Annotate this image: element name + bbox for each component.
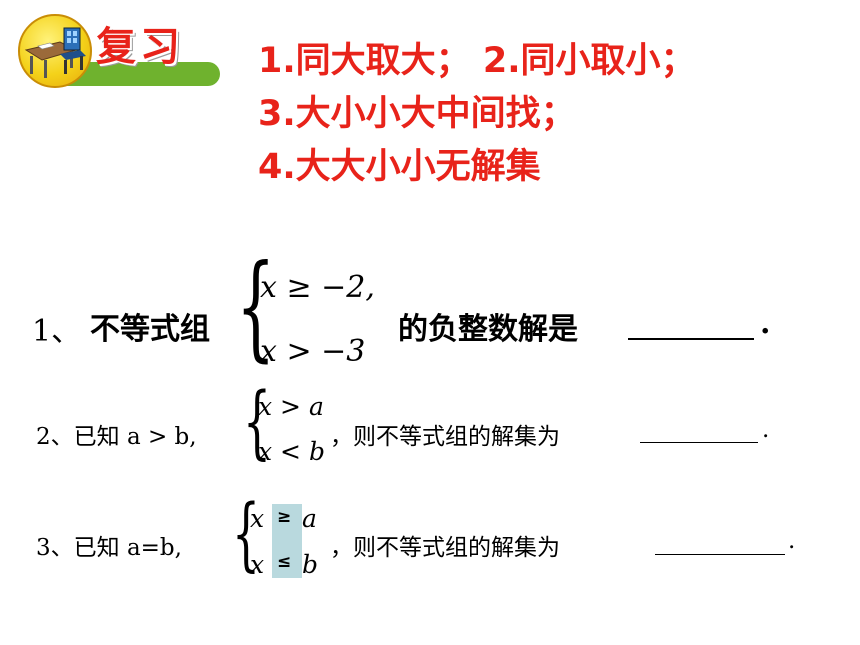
rule-4-number: 4. [258, 147, 296, 187]
desk-chair-icon [18, 14, 92, 88]
rule-1-text: 同大取大； [295, 41, 471, 81]
rule-3-text: 大小小大中间找； [295, 94, 576, 134]
problem-3-x-2: x [250, 550, 265, 579]
problem-3-brace: { [232, 488, 260, 581]
problem-3-a: a [302, 504, 317, 533]
problem-3-leq-symbol: ≤ [277, 552, 292, 572]
problem-1-number: 1、 [32, 314, 82, 349]
rule-3-number: 3. [258, 94, 296, 134]
rule-1-number: 1. [258, 41, 296, 81]
rule-line-2: 3.大小小大中间找； [258, 85, 576, 136]
problem-1-period: . [760, 306, 771, 341]
problem-1-prefix: 不等式组 [90, 312, 210, 347]
problem-3-b: b [302, 550, 319, 579]
badge-title: 复习 [96, 24, 184, 70]
problem-1-brace: { [236, 238, 276, 374]
problem-3-answer-blank[interactable] [655, 554, 785, 555]
problem-2-question: ，则不等式组的解集为 [330, 424, 560, 450]
problem-1-answer-blank[interactable] [628, 338, 754, 340]
problem-3-geq-symbol: ≥ [277, 507, 292, 527]
problem-1-inequality-2: x > −3 [260, 334, 366, 369]
problem-3-question: ，则不等式组的解集为 [330, 535, 560, 561]
problem-3-period: . [788, 528, 796, 554]
rule-line-3: 4.大大小小无解集 [258, 138, 541, 189]
problem-2-inequality-1: x > a [258, 392, 324, 421]
problem-2-answer-blank[interactable] [640, 442, 758, 443]
problem-2-inequality-2: x < b [258, 437, 325, 466]
problem-2-brace: { [243, 376, 271, 469]
problem-3-condition: 3、已知 a=b, [36, 535, 182, 561]
problem-3-x-1: x [250, 504, 265, 533]
problem-2-condition: 2、已知 a > b, [36, 424, 197, 450]
rule-4-text: 大大小小无解集 [295, 147, 541, 187]
rule-line-1: 1.同大取大； 2.同小取小； [258, 32, 696, 83]
rule-2-number: 2. [482, 41, 521, 81]
desk-chair-illustration [24, 27, 86, 78]
problem-3-highlight [272, 504, 302, 578]
rule-2-text: 同小取小； [520, 41, 696, 81]
problem-2-period: . [762, 417, 770, 443]
problem-1-inequality-1: x ≥ −2, [260, 270, 375, 305]
problem-1-question: 的负整数解是 [398, 312, 578, 347]
